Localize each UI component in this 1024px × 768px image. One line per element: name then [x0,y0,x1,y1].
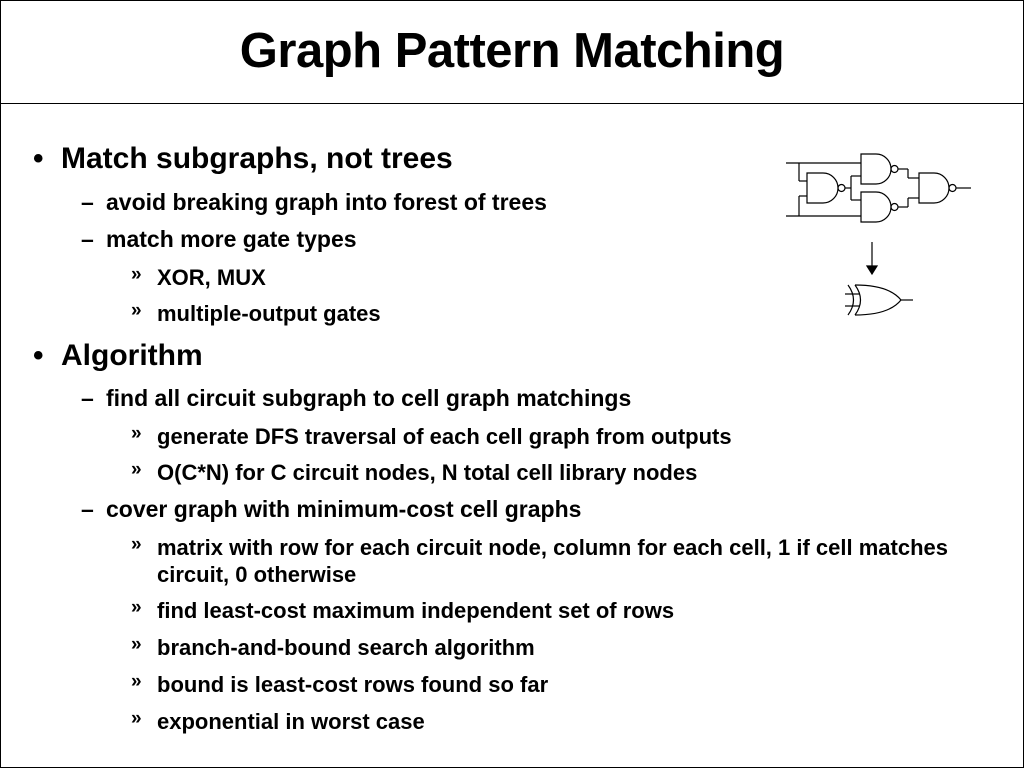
dash-marker: – [81,189,94,215]
chevron-marker: » [131,300,142,321]
chevron-marker: » [131,459,142,480]
chevron-marker: » [131,671,142,692]
sub-bullet-text: find all circuit subgraph to cell graph … [106,385,632,411]
chevron-marker: » [131,534,142,555]
item-text: branch-and-bound search algorithm [157,635,535,660]
item-text: multiple-output gates [157,301,381,326]
bullet-text: Match subgraphs, not trees [61,142,453,175]
xor-gate-icon [845,284,913,316]
item-text: matrix with row for each circuit node, c… [157,535,949,587]
item-text: XOR, MUX [157,265,266,290]
slide-content: • Match subgraphs, not trees – avoid bre… [1,104,1023,767]
item-text: find least-cost maximum independent set … [157,598,675,623]
sub-bullet-text: match more gate types [106,226,357,252]
sub-bullet-text: cover graph with minimum-cost cell graph… [106,496,582,522]
chevron-marker: » [131,708,142,729]
nand-network-icon [786,153,971,223]
circuit-diagram [786,153,971,316]
bullet-text: Algorithm [61,339,203,372]
down-arrow-icon [865,242,879,276]
chevron-marker: » [131,634,142,655]
item-text: O(C*N) for C circuit nodes, N total cell… [157,460,698,485]
item-text: exponential in worst case [157,709,425,734]
chevron-marker: » [131,597,142,618]
bullet-marker: • [33,339,44,372]
sub-bullet-text: avoid breaking graph into forest of tree… [106,189,547,215]
dash-marker: – [81,226,94,252]
item-text: bound is least-cost rows found so far [157,672,549,697]
bullet-marker: • [33,142,44,175]
slide-title: Graph Pattern Matching [239,24,785,78]
chevron-marker: » [131,423,142,444]
title-bar: Graph Pattern Matching [1,1,1023,104]
item-text: generate DFS traversal of each cell grap… [157,424,732,449]
dash-marker: – [81,496,94,522]
dash-marker: – [81,385,94,411]
chevron-marker: » [131,264,142,285]
